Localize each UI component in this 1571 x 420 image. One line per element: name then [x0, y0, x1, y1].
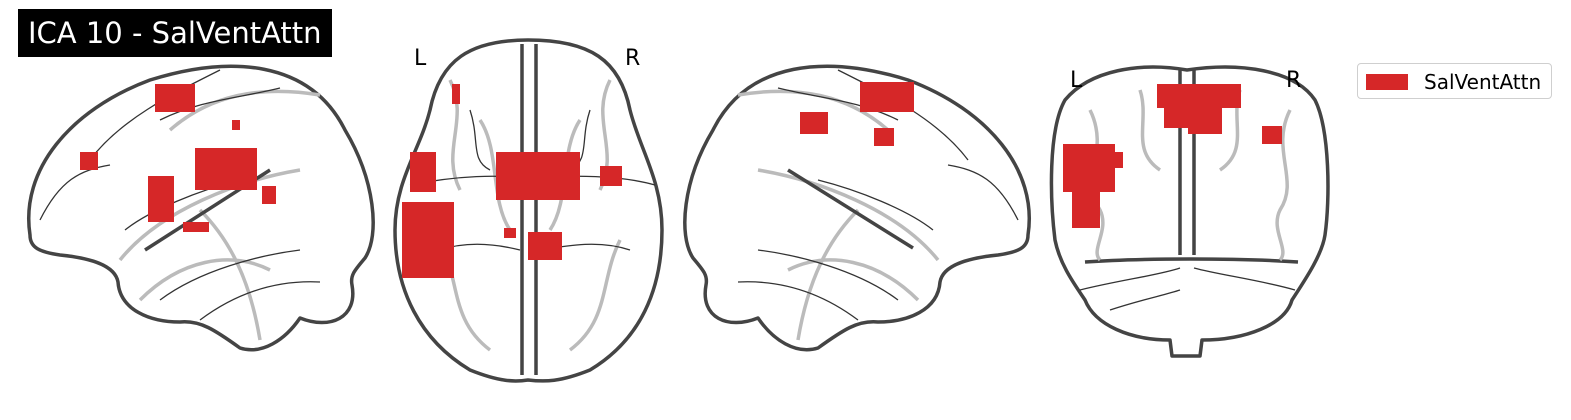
coronal-left-label: L: [1070, 68, 1083, 93]
legend-label: SalVentAttn: [1424, 70, 1542, 94]
axial-left-label: L: [414, 46, 427, 71]
legend-swatch: [1366, 74, 1408, 90]
coronal-right-label: R: [1286, 68, 1302, 93]
legend: SalVentAttn: [1357, 63, 1552, 99]
figure-title: ICA 10 - SalVentAttn: [18, 9, 332, 57]
axial-right-label: R: [625, 46, 641, 71]
